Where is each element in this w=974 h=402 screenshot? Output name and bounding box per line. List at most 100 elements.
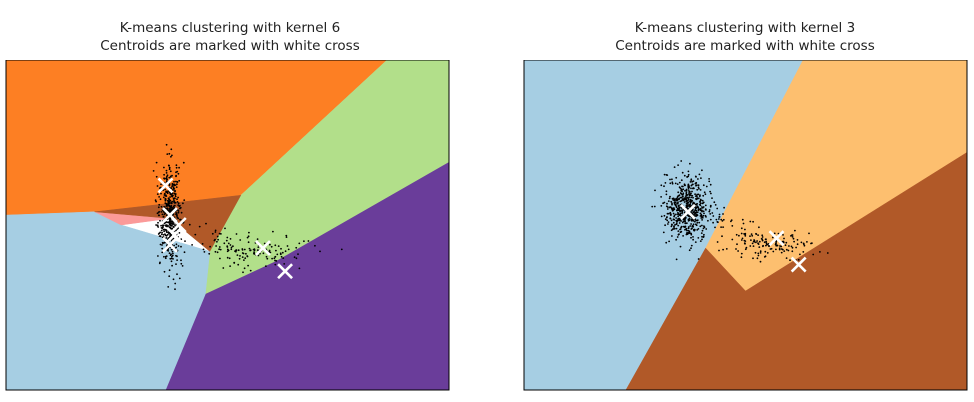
data-point (216, 240, 218, 243)
chart-title-line1: K-means clustering with kernel 3 (634, 20, 856, 36)
data-point (157, 206, 160, 209)
data-point (298, 267, 301, 270)
data-point (771, 236, 774, 239)
data-point (696, 188, 699, 191)
data-point (165, 180, 168, 182)
data-point (803, 243, 805, 246)
data-point (303, 240, 305, 243)
data-point (662, 231, 665, 234)
plot-area (523, 60, 968, 391)
data-point (666, 202, 668, 205)
data-point (705, 228, 708, 230)
data-point (665, 174, 668, 176)
data-point (225, 239, 228, 242)
data-point (235, 250, 237, 253)
data-point (243, 248, 246, 251)
centroid-marker (161, 236, 178, 253)
data-point (665, 241, 668, 244)
data-point (675, 213, 677, 216)
data-point (161, 224, 164, 227)
data-point (247, 241, 250, 244)
data-point (709, 213, 712, 215)
data-point (280, 247, 282, 250)
data-point (685, 200, 688, 203)
data-point (701, 219, 703, 221)
data-point (686, 229, 688, 232)
data-point (694, 195, 697, 198)
data-point (682, 209, 684, 212)
data-point (697, 193, 700, 196)
data-point (708, 209, 711, 211)
data-point (277, 245, 280, 248)
data-point (722, 248, 724, 251)
data-point (164, 188, 167, 191)
data-point (219, 257, 221, 260)
chart-title-line1: K-means clustering with kernel 6 (119, 20, 341, 36)
data-point (757, 252, 760, 255)
data-point (158, 203, 161, 206)
data-point (678, 181, 681, 184)
data-point (701, 238, 703, 241)
data-point (680, 192, 683, 195)
data-point (161, 227, 164, 230)
data-point (715, 218, 718, 221)
data-point (695, 206, 698, 209)
data-point (672, 209, 675, 212)
data-point (157, 255, 159, 257)
data-point (680, 160, 683, 162)
data-point (180, 211, 183, 214)
data-point (675, 217, 677, 219)
data-point (674, 203, 677, 206)
data-point (695, 184, 697, 187)
data-point (169, 208, 172, 210)
data-point (687, 227, 690, 230)
data-point (682, 235, 684, 237)
data-point (171, 220, 174, 223)
data-point (172, 186, 175, 189)
data-point (178, 179, 181, 182)
data-point (797, 258, 800, 261)
data-point (758, 226, 760, 229)
data-point (243, 267, 246, 270)
data-point (188, 223, 191, 226)
data-point (285, 234, 288, 237)
data-point (677, 191, 680, 194)
data-point (179, 204, 181, 207)
data-point (216, 235, 219, 238)
data-point (218, 248, 221, 251)
data-point (683, 184, 686, 187)
data-point (663, 201, 666, 204)
data-point (242, 252, 245, 255)
data-point (274, 244, 277, 247)
data-point (697, 178, 699, 180)
data-point (694, 193, 696, 196)
data-point (165, 169, 168, 172)
data-point (672, 221, 675, 224)
data-point (684, 189, 686, 192)
data-point (712, 221, 714, 224)
centroid-marker (170, 217, 187, 233)
data-point (670, 225, 673, 228)
data-point (165, 191, 168, 194)
data-point (159, 235, 162, 238)
data-point (788, 245, 790, 247)
data-point (242, 271, 244, 274)
data-point (281, 251, 284, 254)
data-point (241, 256, 244, 258)
data-point (679, 219, 681, 222)
data-point (168, 211, 171, 213)
data-point (691, 180, 693, 183)
data-point (166, 221, 169, 224)
data-point (692, 183, 694, 186)
data-point (297, 253, 299, 256)
data-point (701, 206, 703, 208)
data-point (162, 234, 165, 236)
data-point (162, 196, 165, 199)
data-point (171, 264, 174, 267)
data-point (689, 194, 692, 197)
data-point (675, 198, 678, 201)
data-point (175, 254, 177, 257)
data-point (175, 180, 177, 183)
data-point (237, 263, 240, 266)
data-point (688, 231, 691, 234)
